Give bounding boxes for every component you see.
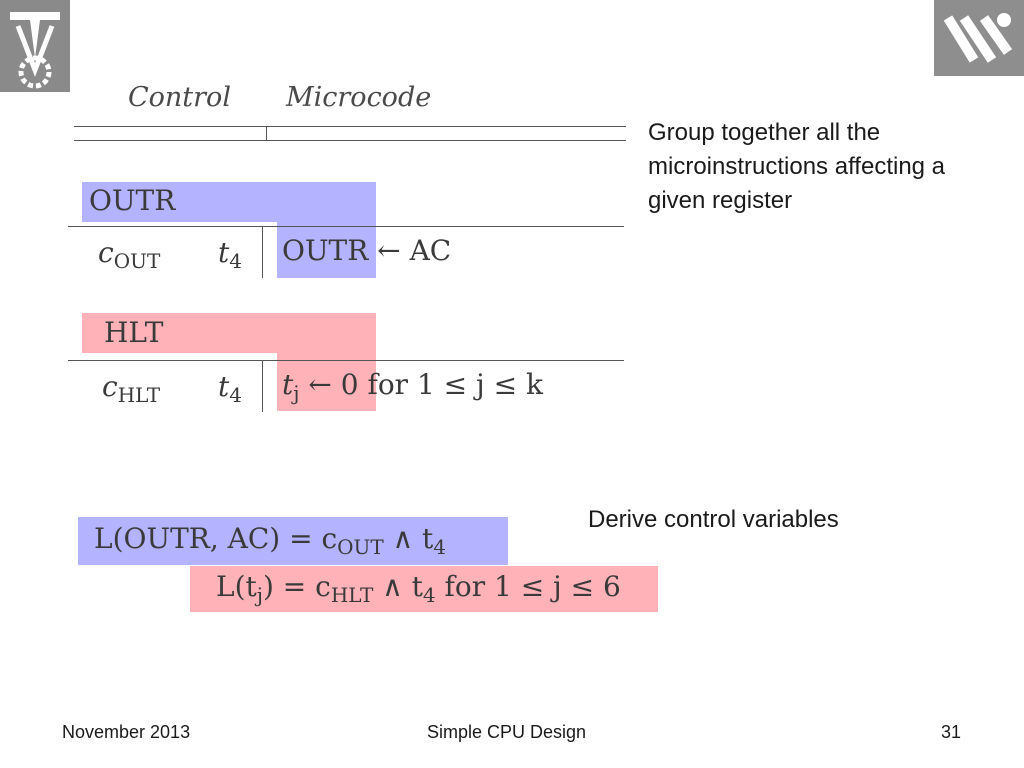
gear-emblem-icon [934, 0, 1024, 76]
hlt-control-variable: cHLT [102, 370, 161, 407]
column-header-microcode: Microcode [286, 82, 432, 113]
outr-divider [262, 226, 263, 278]
hlt-dest-highlight [277, 353, 376, 411]
hlt-time-step: t4 [218, 370, 242, 407]
hlt-register-label: HLT [104, 316, 164, 349]
equation-outr-highlight [78, 517, 508, 565]
outr-register-label: OUTR [89, 184, 176, 217]
header-rule-top [74, 126, 626, 127]
outr-microinstruction: OUTR ← AC [282, 234, 452, 267]
equation-outr: L(OUTR, AC) = cOUT ∧ t4 [94, 522, 447, 559]
equation-hlt-highlight [190, 566, 658, 612]
column-header-control: Control [128, 82, 231, 113]
outr-rule [68, 226, 624, 227]
footer-date: November 2013 [62, 722, 191, 742]
hlt-rule [68, 360, 624, 361]
hlt-divider [262, 360, 263, 412]
footer-title: Simple CPU Design [427, 722, 587, 742]
hlt-register-highlight [82, 313, 376, 353]
header-divider [266, 126, 267, 140]
outr-register-highlight [82, 182, 376, 222]
derive-note: Derive control variables [588, 506, 839, 533]
page-number: 31 [941, 722, 962, 742]
outr-dest-highlight [277, 222, 376, 278]
equation-hlt: L(tj) = cHLT ∧ t4 for 1 ≤ j ≤ 6 [216, 570, 621, 607]
technion-emblem-icon [0, 0, 70, 92]
outr-control-variable: cOUT [98, 236, 161, 273]
hlt-microinstruction: tj ← 0 for 1 ≤ j ≤ k [282, 368, 543, 405]
group-note: Group together all the microinstructions… [648, 119, 946, 214]
header-rule-bottom [74, 140, 626, 141]
outr-time-step: t4 [218, 236, 242, 273]
